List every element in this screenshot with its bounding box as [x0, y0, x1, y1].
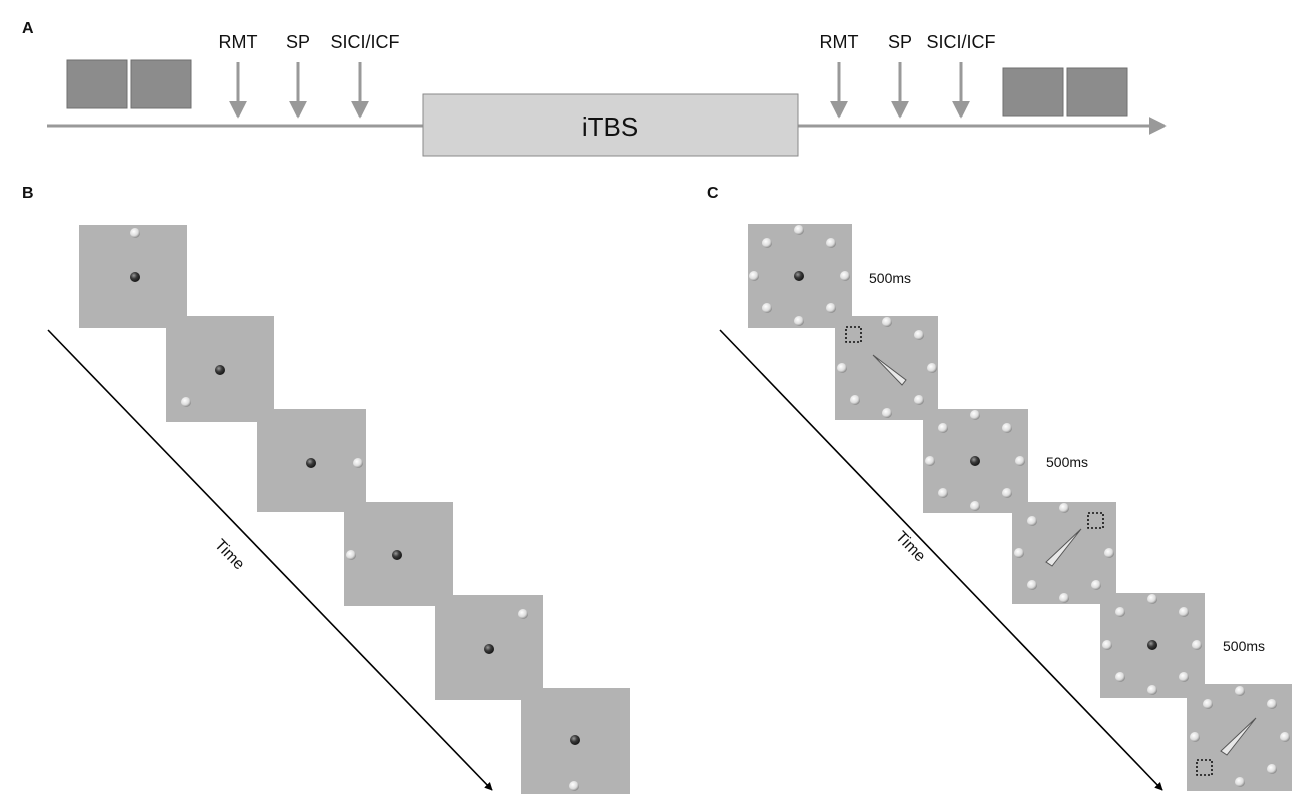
fixation-dot [306, 458, 316, 468]
target-dot [181, 397, 191, 407]
screen-c3 [923, 409, 1028, 513]
screen-c1 [748, 224, 852, 328]
panel-a-letter: A [22, 20, 34, 37]
placeholder-ring [925, 410, 1025, 511]
fixation-dot [794, 271, 804, 281]
screen-c4 [1012, 502, 1116, 604]
time-arrow-c [719, 329, 1163, 791]
placeholder-ring [1190, 686, 1290, 787]
placeholder-ring [1102, 594, 1202, 695]
panel-c-letter: C [707, 185, 719, 202]
panel-b-sequence: Time [47, 225, 630, 794]
screen-b1 [79, 225, 187, 328]
arrow-cue-icon [872, 354, 907, 386]
pre-label-sici-icf: SICI/ICF [330, 32, 399, 52]
screen-c6 [1187, 684, 1292, 791]
screen-b2 [166, 316, 274, 422]
fixation-dot [392, 550, 402, 560]
target-location-marker [845, 326, 862, 343]
duration-label-1: 500ms [869, 270, 911, 286]
target-dot [518, 609, 528, 619]
duration-label-2: 500ms [1046, 454, 1088, 470]
time-label-c: Time [892, 528, 929, 565]
post-label-sici-icf: SICI/ICF [926, 32, 995, 52]
placeholder-ring [749, 225, 850, 326]
target-dot [346, 550, 356, 560]
screen-b5 [435, 595, 543, 700]
duration-label-3: 500ms [1223, 638, 1265, 654]
itbs-box [422, 93, 799, 157]
placeholder-ring [1014, 503, 1114, 603]
post-label-sp: SP [888, 32, 912, 52]
screen-b6 [521, 688, 630, 794]
screen-c5 [1100, 593, 1205, 698]
target-dot [353, 458, 363, 468]
target-dot [130, 228, 140, 238]
post-label-rmt: RMT [820, 32, 859, 52]
post-block-2 [1066, 67, 1128, 117]
screen-b4 [344, 502, 453, 606]
placeholder-ring [837, 317, 937, 418]
fixation-dot [1147, 640, 1157, 650]
itbs-label: iTBS [582, 112, 638, 142]
panel-c-sequence: Time 500ms [719, 224, 1292, 791]
screen-c2 [835, 316, 938, 420]
fixation-dot [570, 735, 580, 745]
pre-block-1 [66, 59, 128, 109]
screen-b3 [257, 409, 366, 512]
fixation-dot [970, 456, 980, 466]
pre-label-sp: SP [286, 32, 310, 52]
panel-b-letter: B [22, 185, 34, 202]
time-arrow-b [47, 329, 493, 791]
target-dot [569, 781, 579, 791]
target-location-marker [1087, 512, 1104, 529]
time-label-b: Time [211, 536, 248, 573]
arrow-cue-icon [1045, 528, 1082, 567]
pre-block-2 [130, 59, 192, 109]
timeline-panel: iTBS RMT SP SICI/ICF RMT SP SICI/ICF [47, 32, 1167, 157]
pre-label-rmt: RMT [219, 32, 258, 52]
post-block-1 [1002, 67, 1064, 117]
fixation-dot [484, 644, 494, 654]
fixation-dot [215, 365, 225, 375]
target-location-marker [1196, 759, 1213, 776]
arrow-cue-icon [1220, 717, 1257, 756]
fixation-dot [130, 272, 140, 282]
